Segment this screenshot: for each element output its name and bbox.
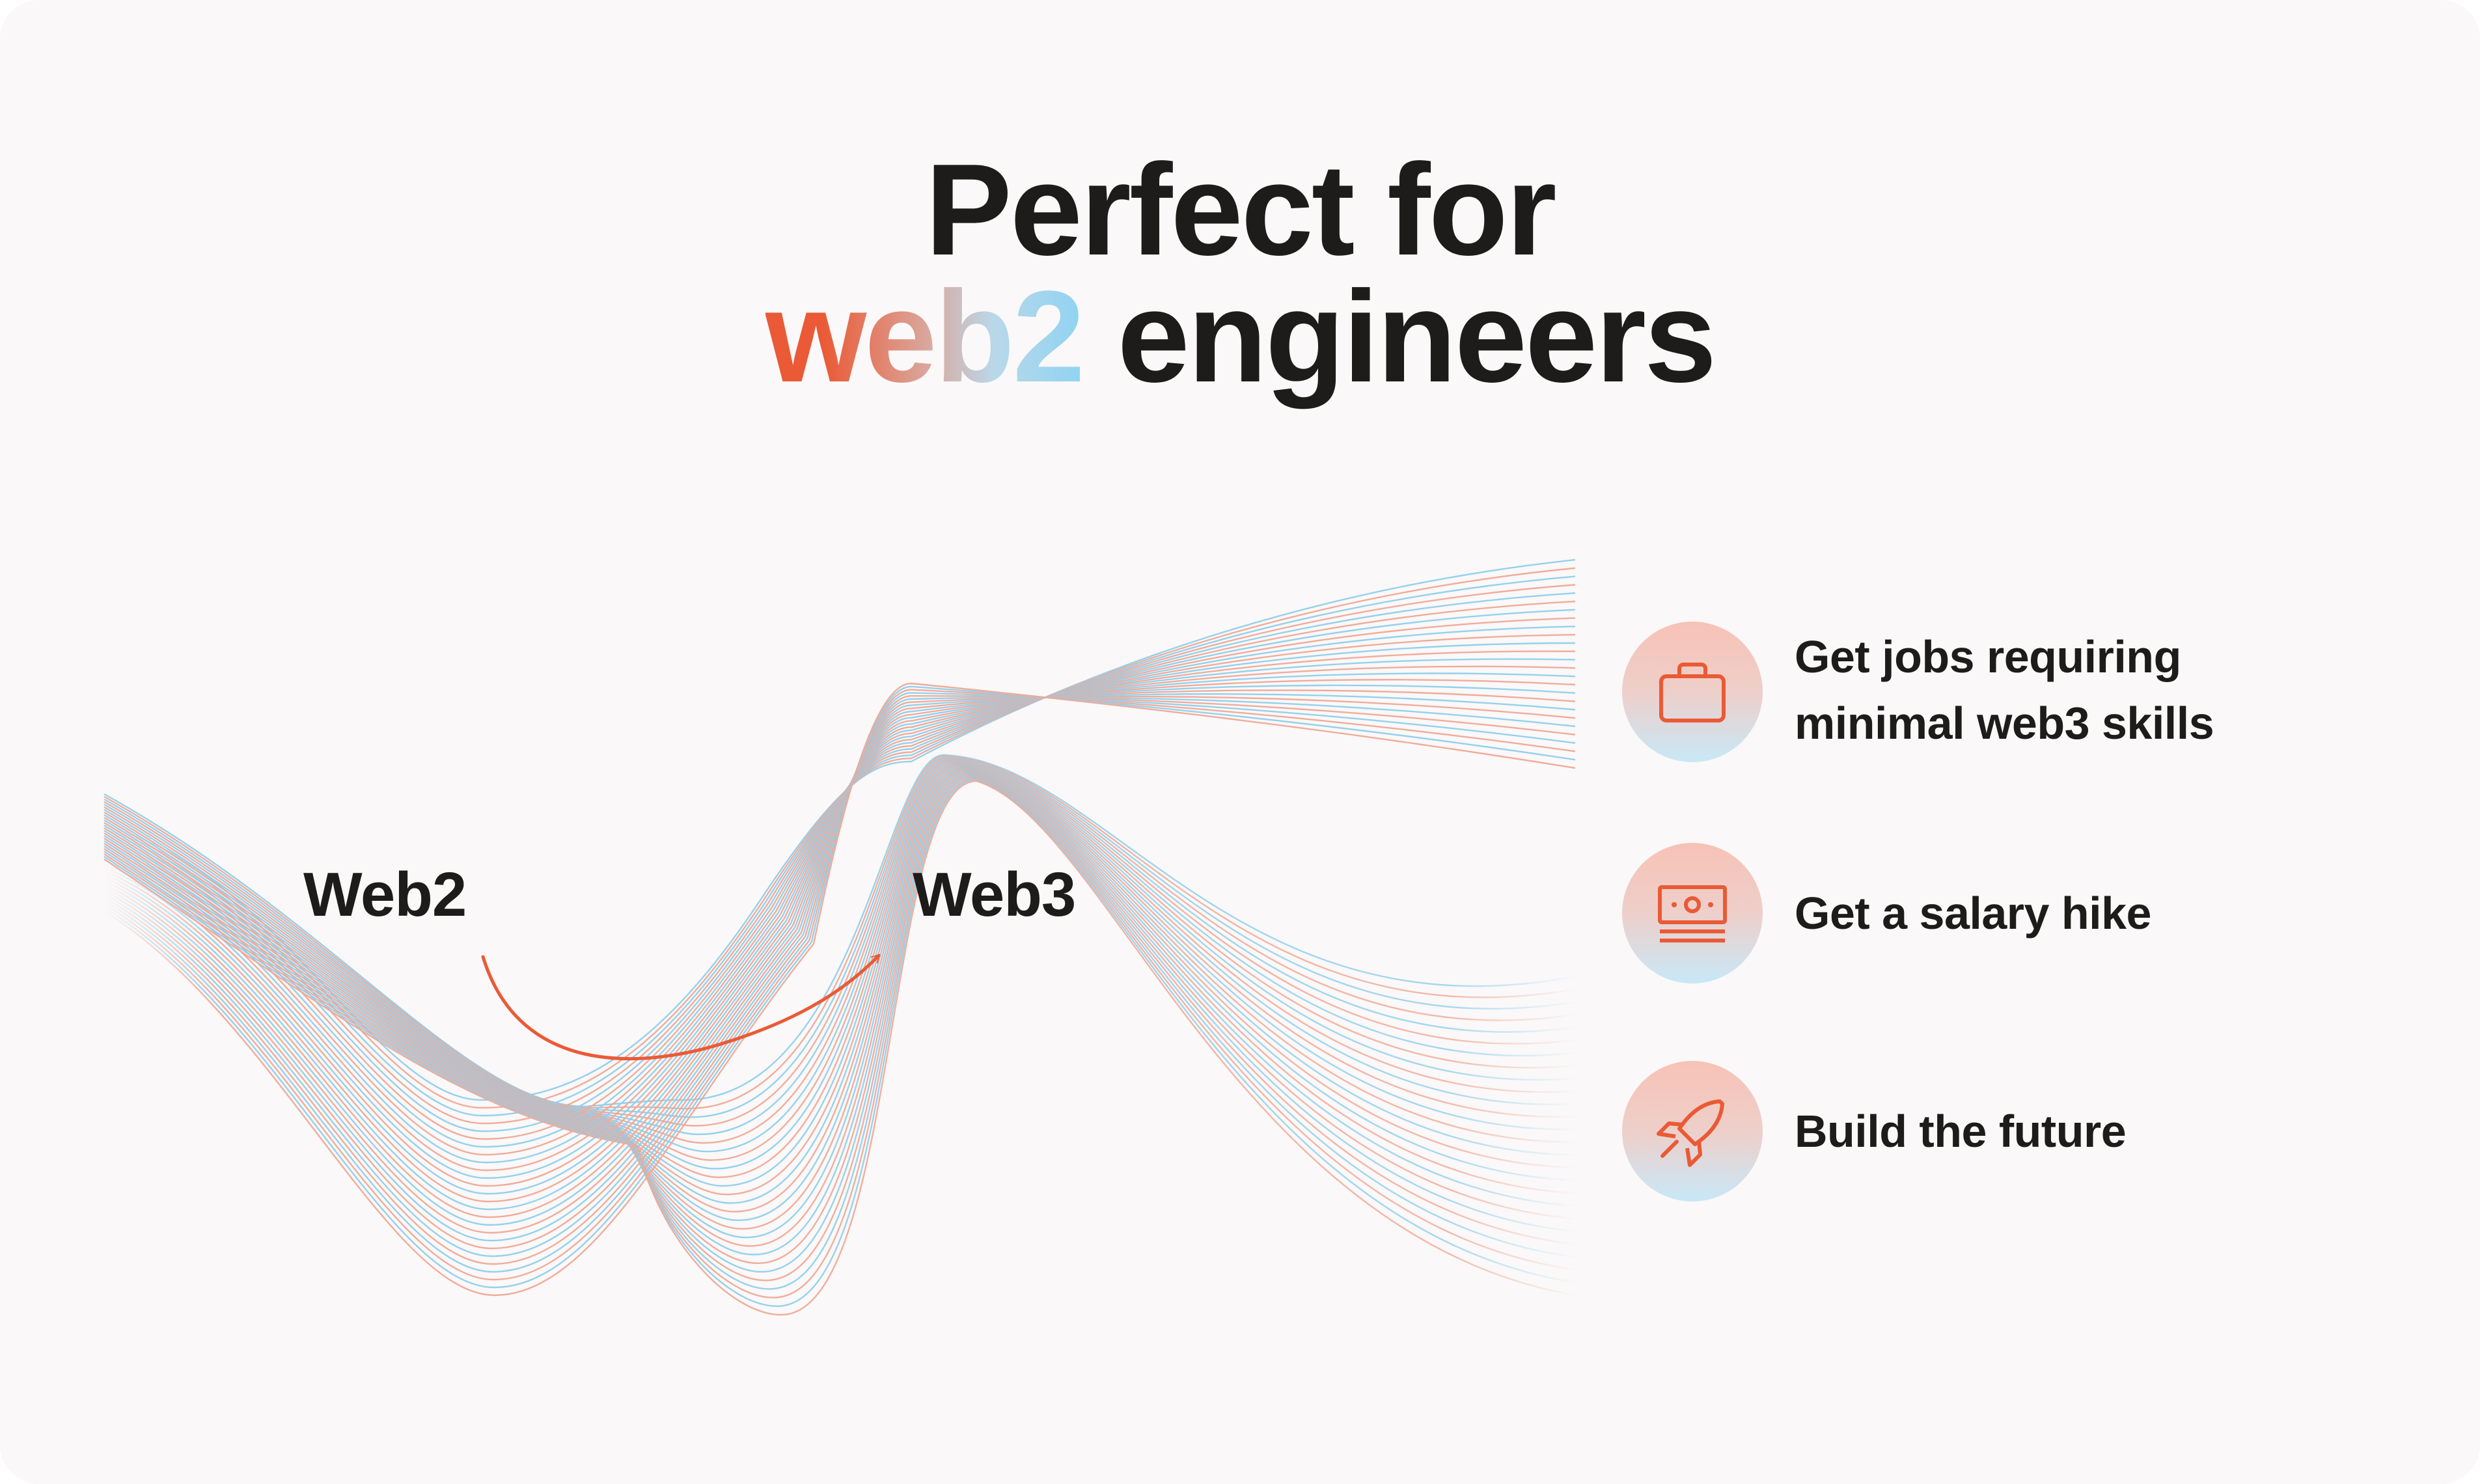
feature-item-jobs: Get jobs requiring minimal web3 skills [1622,622,2403,765]
feature-icon-badge [1622,1061,1763,1202]
wave-line [103,692,1576,1273]
feature-label-line-1: Get jobs requiring [1795,631,2181,682]
wave-line [103,764,1576,1187]
wave-line [103,766,1576,1204]
wave-line [103,775,1576,1273]
wave-line [103,755,1576,1110]
wave-line [103,760,1576,1153]
wave-line [103,625,1576,1164]
transition-arrow [481,954,881,1060]
wave-line [103,765,1576,1196]
wave-line [103,567,1576,1109]
title-accent-word: web2 [765,264,1085,409]
wave-line [103,693,1576,1242]
wave-line [103,773,1576,1256]
title-line-2: web2 engineers [0,272,2480,402]
wave-line [103,769,1576,1230]
wave-line [103,758,1576,1136]
wave-line [103,689,1576,1281]
wave-line [103,642,1576,1179]
title-line-1: Perfect for [925,137,1556,282]
wave-line [103,763,1576,1179]
wave-line [103,778,1576,1298]
wave-line [103,759,1576,1144]
wave-line [103,771,1576,1239]
rocket-icon [1657,1099,1724,1167]
wave-lines [103,558,1576,1316]
feature-label: Get jobs requiring minimal web3 skills [1795,624,2214,756]
cash-icon [1658,885,1727,942]
wave-line [103,762,1576,1170]
wave-line [103,756,1576,1118]
web3-label: Web3 [913,860,1076,929]
feature-icon-badge [1622,843,1763,983]
wave-line [103,600,1576,1140]
feature-label: Get a salary hike [1795,880,2151,946]
wave-line [103,584,1576,1125]
feature-label-line-2: minimal web3 skills [1795,698,2214,749]
wave-line [103,617,1576,1156]
feature-item-future: Build the future [1622,1061,2403,1204]
wave-line [103,665,1576,1203]
web2-label: Web2 [303,860,467,929]
feature-icon-badge [1622,622,1763,762]
feature-item-salary: Get a salary hike [1622,843,2403,986]
wave-line [103,685,1576,1289]
feature-label: Build the future [1795,1098,2127,1164]
wave-line [103,776,1576,1290]
wave-line [103,650,1576,1187]
wave-line [103,771,1576,1247]
wave-line [103,757,1576,1127]
feature-label-line-1: Get a salary hike [1795,888,2151,939]
title-rest: engineers [1082,264,1716,409]
wave-line [103,780,1576,1316]
wave-line [103,609,1576,1148]
wave-line [103,695,1576,1250]
wave-line [103,689,1576,1234]
wave-line [103,761,1576,1161]
wave-line [103,679,1576,1218]
wave-line [103,694,1576,1265]
wave-line [103,776,1576,1282]
page-title: Perfect for web2 engineers [0,137,2480,402]
wave-line [103,634,1576,1172]
wave-line [103,658,1576,1195]
wave-line [103,672,1576,1211]
wave-line [103,779,1576,1308]
wave-line [103,575,1576,1117]
wave-line [103,696,1576,1257]
briefcase-icon [1659,663,1726,722]
wave-line [103,774,1576,1265]
feature-label-line-1: Build the future [1795,1106,2127,1157]
wave-line [103,684,1576,1226]
wave-line [103,592,1576,1133]
wave-line [103,767,1576,1213]
wave-line [103,769,1576,1222]
wave-line [103,682,1576,1297]
wave-line [103,754,1576,1108]
